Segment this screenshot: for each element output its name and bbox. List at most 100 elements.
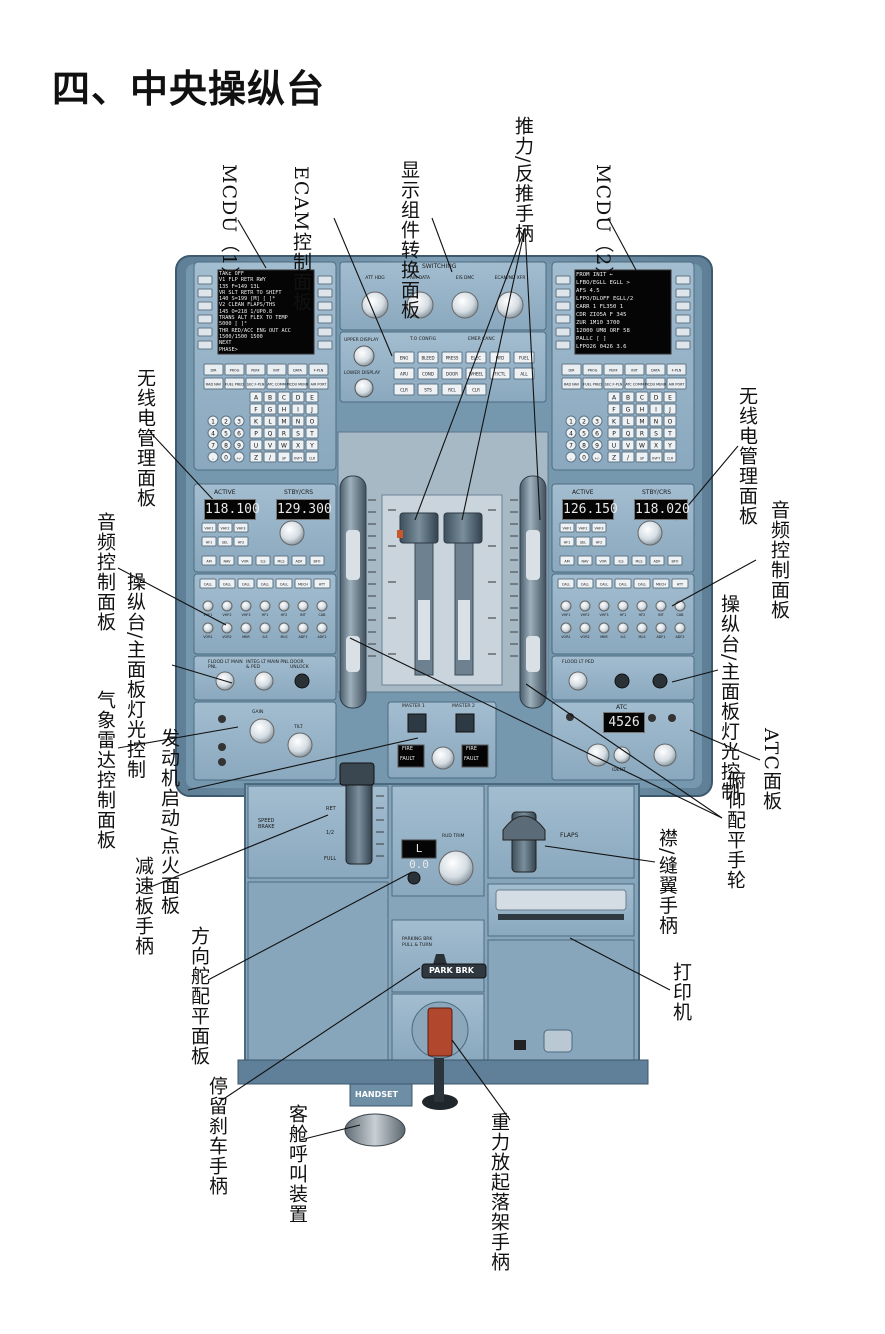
mcdu-function-key[interactable] [266,377,287,390]
rmp-button[interactable] [575,536,591,547]
ecam-page-button[interactable] [393,383,415,396]
acp-volume-knob[interactable] [221,622,233,634]
mcdu-letter-key[interactable] [635,415,649,427]
mcdu-letter-key[interactable] [663,403,677,415]
mcdu-digit-key[interactable] [578,415,590,427]
mcdu-lsk-right[interactable] [317,288,333,298]
mcdu-lsk-right[interactable] [675,275,691,285]
mcdu-function-key[interactable] [308,377,329,390]
rmp-button[interactable] [201,555,217,566]
mcdu-digit-key[interactable] [233,451,245,463]
acp-volume-knob[interactable] [316,622,328,634]
rmp-button[interactable] [255,555,271,566]
mcdu-function-key[interactable] [266,363,287,376]
mcdu-letter-key[interactable] [249,427,263,439]
acp-volume-knob[interactable] [655,600,667,612]
mcdu-letter-key[interactable] [305,439,319,451]
mcdu-function-key[interactable] [666,377,687,390]
acp-volume-knob[interactable] [259,622,271,634]
mcdu-lsk-left[interactable] [555,275,571,285]
acp-volume-knob[interactable] [221,600,233,612]
mcdu-lsk-left[interactable] [197,314,213,324]
mcdu-digit-key[interactable] [591,439,603,451]
mcdu-letter-key[interactable] [263,403,277,415]
mcdu-letter-key[interactable] [649,427,663,439]
acp-volume-knob[interactable] [240,622,252,634]
acp-volume-knob[interactable] [202,622,214,634]
acp-volume-knob[interactable] [240,600,252,612]
mcdu-function-key[interactable] [561,363,582,376]
mcdu-digit-key[interactable] [220,439,232,451]
acp-volume-knob[interactable] [598,622,610,634]
mcdu-lsk-right[interactable] [317,327,333,337]
mcdu-function-key[interactable] [603,363,624,376]
ecam-page-button[interactable] [513,367,535,380]
mcdu-letter-key[interactable] [249,415,263,427]
mcdu-letter-key[interactable] [291,415,305,427]
mcdu-letter-key[interactable] [635,403,649,415]
mcdu-letter-key[interactable] [305,403,319,415]
mcdu-function-key[interactable] [624,363,645,376]
mcdu-letter-key[interactable] [607,415,621,427]
rmp-button[interactable] [217,536,233,547]
mcdu-digit-key[interactable] [591,427,603,439]
mcdu-digit-key[interactable] [233,415,245,427]
mcdu-digit-key[interactable] [578,427,590,439]
mcdu-letter-key[interactable] [249,391,263,403]
switching-knob[interactable] [496,291,524,319]
mcdu-letter-key[interactable] [277,451,291,463]
rmp-button[interactable] [559,555,575,566]
mcdu-digit-key[interactable] [565,415,577,427]
mcdu-digit-key[interactable] [207,415,219,427]
mcdu-function-key[interactable] [603,377,624,390]
mcdu-letter-key[interactable] [607,427,621,439]
mcdu-function-key[interactable] [245,377,266,390]
acp-volume-knob[interactable] [202,600,214,612]
mcdu-lsk-right[interactable] [317,314,333,324]
acp-call-button[interactable] [633,578,651,589]
mcdu-function-key[interactable] [245,363,266,376]
mcdu-letter-key[interactable] [621,451,635,463]
mcdu-function-key[interactable] [287,363,308,376]
acp-volume-knob[interactable] [598,600,610,612]
mcdu-letter-key[interactable] [607,451,621,463]
mcdu-letter-key[interactable] [607,439,621,451]
mcdu-digit-key[interactable] [578,439,590,451]
mcdu-function-key[interactable] [582,377,603,390]
mcdu-lsk-right[interactable] [317,301,333,311]
acp-call-button[interactable] [256,578,274,589]
acp-call-button[interactable] [237,578,255,589]
mcdu-digit-key[interactable] [591,451,603,463]
mcdu-function-key[interactable] [582,363,603,376]
mcdu-letter-key[interactable] [263,415,277,427]
rmp-button[interactable] [201,536,217,547]
acp-volume-knob[interactable] [278,600,290,612]
mcdu-letter-key[interactable] [649,451,663,463]
acp-call-button[interactable] [595,578,613,589]
mcdu-lsk-left[interactable] [555,340,571,350]
acp-call-button[interactable] [275,578,293,589]
acp-call-button[interactable] [576,578,594,589]
mcdu-digit-key[interactable] [207,451,219,463]
acp-volume-knob[interactable] [297,600,309,612]
ecam-page-button[interactable] [441,383,463,396]
acp-volume-knob[interactable] [560,600,572,612]
mcdu-letter-key[interactable] [635,391,649,403]
mcdu-letter-key[interactable] [663,439,677,451]
rmp-button[interactable] [575,522,591,533]
acp-volume-knob[interactable] [560,622,572,634]
rmp-button[interactable] [591,522,607,533]
rmp-button[interactable] [667,555,683,566]
mcdu-letter-key[interactable] [621,403,635,415]
rmp-button[interactable] [631,555,647,566]
ecam-page-button[interactable] [441,367,463,380]
acp-volume-knob[interactable] [674,622,686,634]
switching-knob[interactable] [451,291,479,319]
rmp-button[interactable] [291,555,307,566]
mcdu-letter-key[interactable] [663,451,677,463]
mcdu-letter-key[interactable] [263,427,277,439]
rmp-button[interactable] [273,555,289,566]
mcdu-digit-key[interactable] [233,439,245,451]
mcdu-lsk-left[interactable] [555,314,571,324]
mcdu-letter-key[interactable] [263,451,277,463]
